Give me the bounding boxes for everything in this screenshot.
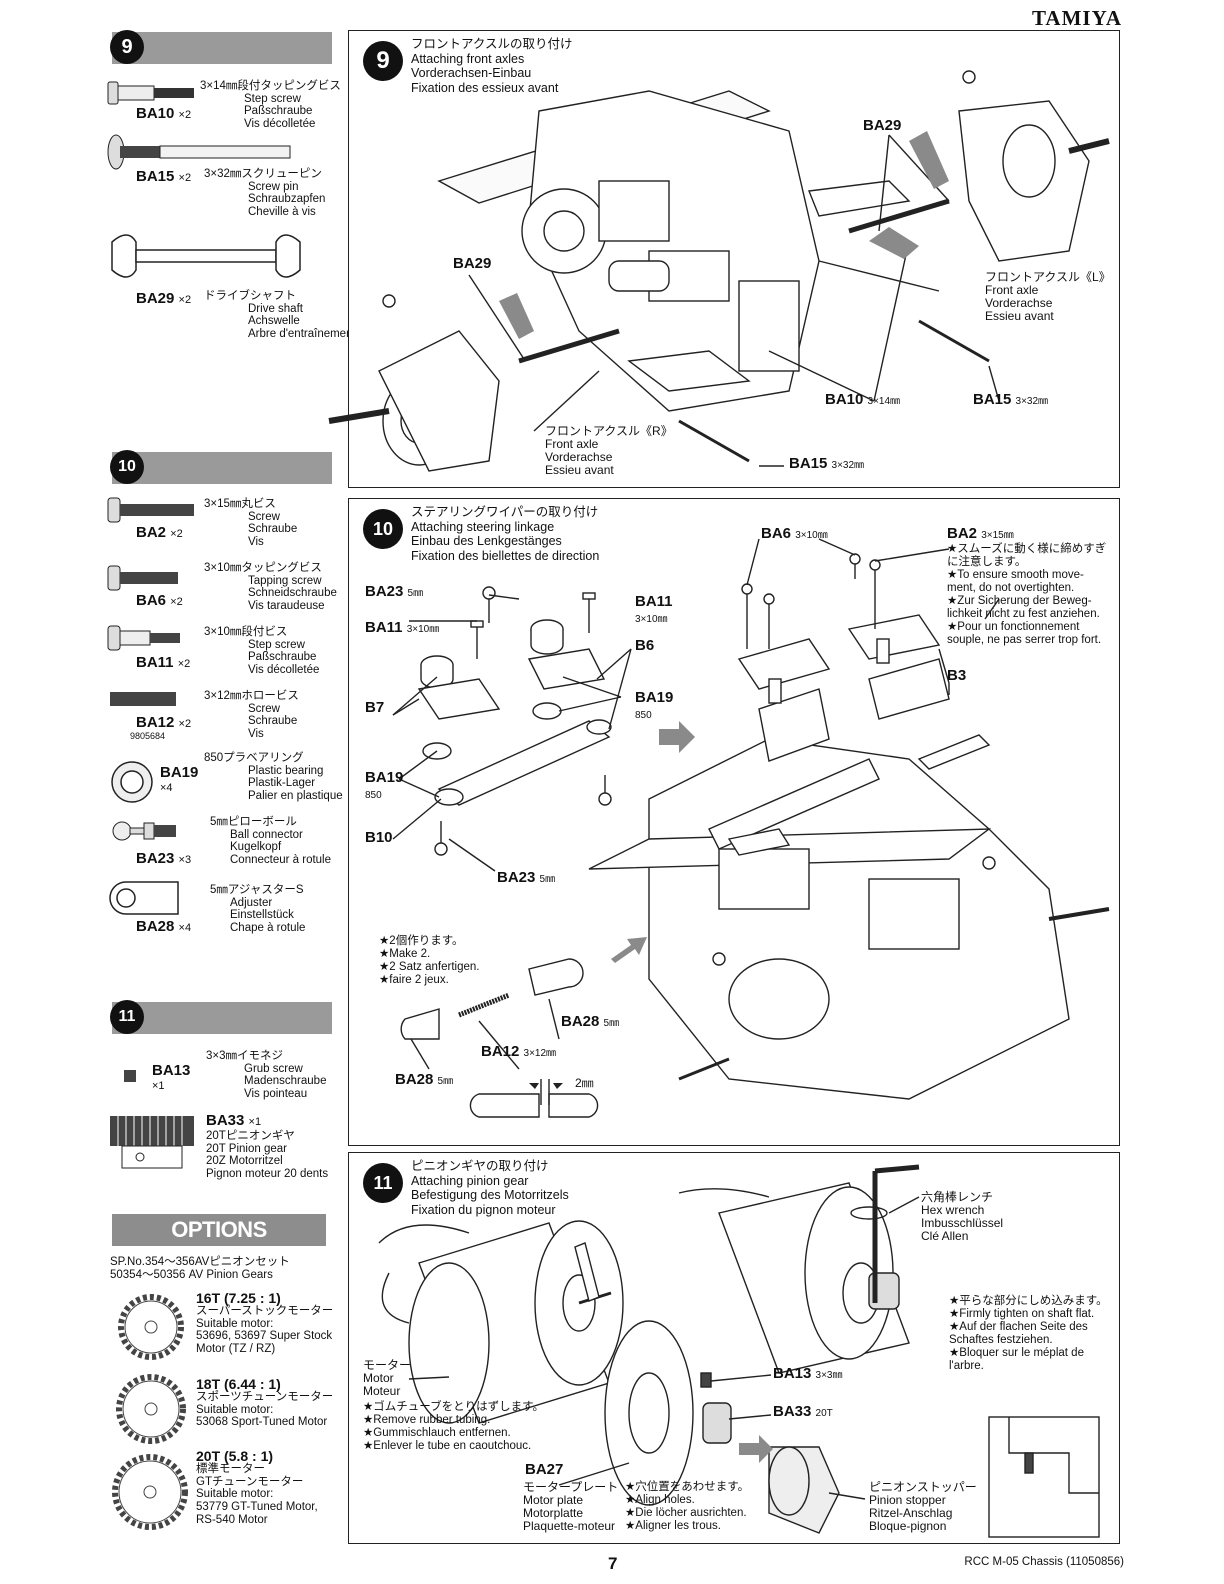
part-qty-ba19: ×4	[160, 782, 173, 794]
label-gap-2mm: 2㎜	[575, 1076, 594, 1090]
part-qty-ba13: ×1	[152, 1080, 165, 1092]
part-code-ba11: BA11 ×2	[136, 654, 191, 671]
label-ba33: BA33 20T	[773, 1403, 833, 1420]
screw-icon	[107, 497, 194, 523]
label-ba23-bottom: BA23 5㎜	[497, 869, 556, 886]
label-b10: B10	[365, 829, 393, 846]
manual-code: RCC M-05 Chassis (11050856)	[964, 1556, 1124, 1568]
note-do-not-overtighten: ★スムーズに動く様に締めすぎに注意します。★To ensure smooth m…	[947, 543, 1107, 646]
label-ba23-top: BA23 5㎜	[365, 583, 424, 600]
tapping-screw-icon	[107, 565, 178, 591]
label-ba2: BA2 3×15㎜	[947, 525, 1014, 542]
steering-linkage-illustration	[392, 538, 1110, 1118]
label-ba28-left: BA28 5㎜	[395, 1071, 454, 1088]
note-tighten-on-flat: ★平らな部分にしめ込みます。★Firmly tighten on shaft f…	[949, 1295, 1108, 1372]
label-ba13: BA13 3×3㎜	[773, 1365, 843, 1382]
step-number: 10	[110, 450, 144, 484]
label-ba11-mid-size: 3×10㎜	[635, 614, 668, 625]
part-code-ba13: BA13	[152, 1062, 191, 1079]
label-b3: B3	[947, 667, 967, 684]
part-code-ba28: BA28 ×4	[136, 918, 192, 935]
label-ba19-left: BA19	[365, 769, 404, 786]
label-ba19-left-sub: 850	[365, 790, 382, 801]
label-ba10: BA10 3×14㎜	[825, 391, 901, 408]
label-ba6: BA6 3×10㎜	[761, 525, 828, 542]
step-screw-icon	[107, 81, 194, 105]
part-number: 9805684	[130, 731, 166, 741]
grub-screw-icon	[110, 692, 176, 706]
grub-screw-icon	[124, 1070, 136, 1082]
pinion-gear-icon	[110, 1116, 194, 1169]
options-banner: OPTIONS	[112, 1214, 326, 1246]
label-ba19-mid: BA19	[635, 689, 674, 706]
step-11-header: 11	[110, 1000, 332, 1034]
note-make-2: ★2個作ります。★Make 2.★2 Satz anfertigen.★fair…	[379, 935, 480, 986]
label-ba11-mid: BA11	[635, 593, 673, 610]
label-ba19-mid-sub: 850	[635, 710, 652, 721]
brand-logo: TAMIYA	[1031, 6, 1122, 30]
label-ba28-mid: BA28 5㎜	[561, 1013, 620, 1030]
gear-16t-icon	[118, 1294, 184, 1360]
step-screw-icon	[107, 625, 180, 651]
part-code-ba19: BA19	[160, 764, 199, 781]
label-ba12: BA12 3×12㎜	[481, 1043, 557, 1060]
note-align-holes: ★穴位置をあわせます。★Align holes.★Die löcher ausr…	[625, 1481, 750, 1532]
gear-18t-icon	[116, 1374, 186, 1444]
screw-pin-icon	[107, 134, 291, 170]
part-code-ba12: BA12 ×2	[136, 714, 192, 731]
part-code-ba15: BA15 ×2	[136, 168, 192, 185]
label-b7: B7	[365, 699, 385, 716]
front-axle-assembly-illustration	[328, 70, 1110, 472]
step-number: 9	[110, 30, 144, 64]
part-code-ba23: BA23 ×3	[136, 850, 192, 867]
adjuster-icon	[109, 881, 179, 915]
ball-connector-icon	[112, 821, 176, 841]
part-code-ba33: BA33 ×1	[206, 1112, 262, 1129]
part-code-ba10: BA10 ×2	[136, 105, 192, 122]
drive-shaft-icon	[111, 234, 301, 278]
note-remove-tubing: ★ゴムチューブをとりはずします。★Remove rubber tubing.★G…	[363, 1401, 544, 1452]
label-ba15-bottom: BA15 3×32㎜	[789, 455, 865, 472]
part-code-ba6: BA6 ×2	[136, 592, 183, 609]
step-10-header: 10	[110, 450, 332, 484]
step-number: 11	[110, 1000, 144, 1034]
label-b6: B6	[635, 637, 655, 654]
label-ba15-right: BA15 3×32㎜	[973, 391, 1049, 408]
gear-20t-icon	[112, 1454, 188, 1530]
label-ba11-left: BA11 3×10㎜	[365, 619, 440, 636]
page-number: 7	[608, 1554, 618, 1573]
step-9-header: 9	[110, 30, 332, 64]
pinion-gear-illustration	[378, 1164, 1100, 1538]
label-ba29-left: BA29	[453, 255, 492, 272]
label-ba29-right: BA29	[863, 117, 902, 134]
part-code-ba29: BA29 ×2	[136, 290, 192, 307]
plastic-bearing-icon	[111, 761, 153, 803]
label-ba27: BA27	[525, 1461, 564, 1478]
part-code-ba2: BA2 ×2	[136, 524, 183, 541]
